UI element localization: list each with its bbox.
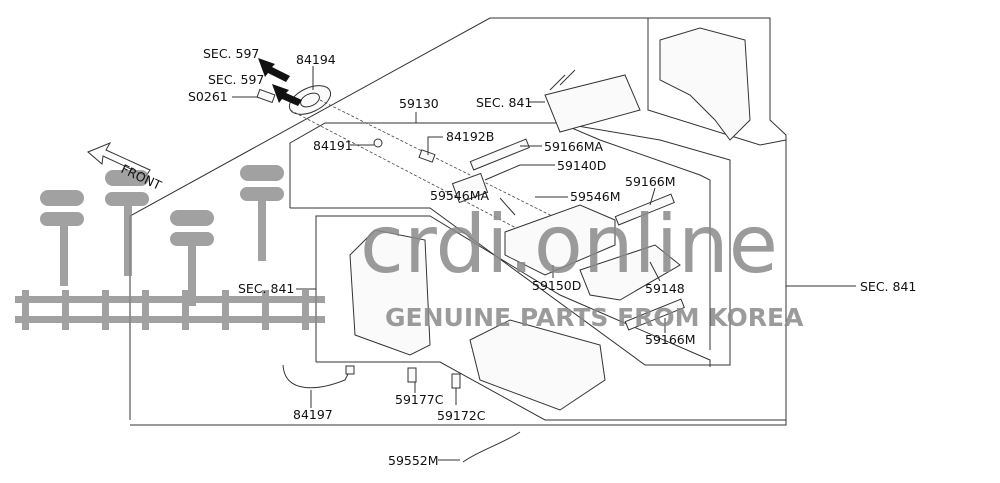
label-59140d[interactable]: 59140D [557, 158, 606, 173]
watermark-tagline: GENUINE PARTS FROM KOREA [385, 303, 804, 332]
label-sec597-b[interactable]: SEC. 597 [208, 72, 264, 87]
heater-case [349, 229, 431, 356]
label-84194[interactable]: 84194 [296, 52, 336, 67]
watermark-site: crdi.online [360, 198, 778, 291]
label-84197[interactable]: 84197 [293, 407, 333, 422]
label-84191[interactable]: 84191 [313, 138, 353, 153]
duct-bracket [659, 27, 751, 141]
label-sec841-left[interactable]: SEC. 841 [238, 281, 294, 296]
frame-lines [129, 17, 787, 426]
heater-core [544, 74, 641, 133]
seal-59148 [579, 244, 681, 301]
label-59552m[interactable]: 59552M [388, 453, 439, 468]
label-59166ma[interactable]: 59166MA [544, 139, 604, 154]
label-59177c[interactable]: 59177C [395, 392, 444, 407]
part-drawings [256, 27, 751, 463]
watermark-logo [15, 165, 325, 330]
label-59130[interactable]: 59130 [399, 96, 439, 111]
label-sec841-right[interactable]: SEC. 841 [860, 279, 916, 294]
label-59172c[interactable]: 59172C [437, 408, 486, 423]
part-labels: SEC. 597 SEC. 597 84194 S0261 59130 SEC.… [119, 46, 917, 468]
label-sec597-a[interactable]: SEC. 597 [203, 46, 259, 61]
label-59166m-top[interactable]: 59166M [625, 174, 676, 189]
lower-case [469, 319, 606, 411]
label-s0261[interactable]: S0261 [188, 89, 228, 104]
label-59150d[interactable]: 59150D [532, 278, 581, 293]
label-59546m[interactable]: 59546M [570, 189, 621, 204]
label-59546ma[interactable]: 59546MA [430, 188, 490, 203]
evaporator [504, 204, 616, 276]
label-sec841-top[interactable]: SEC. 841 [476, 95, 532, 110]
leader-lines [232, 66, 856, 461]
front-arrow-icon [87, 141, 151, 177]
label-84192b[interactable]: 84192B [446, 129, 494, 144]
label-59166m-bottom[interactable]: 59166M [645, 332, 696, 347]
label-59148[interactable]: 59148 [645, 281, 685, 296]
